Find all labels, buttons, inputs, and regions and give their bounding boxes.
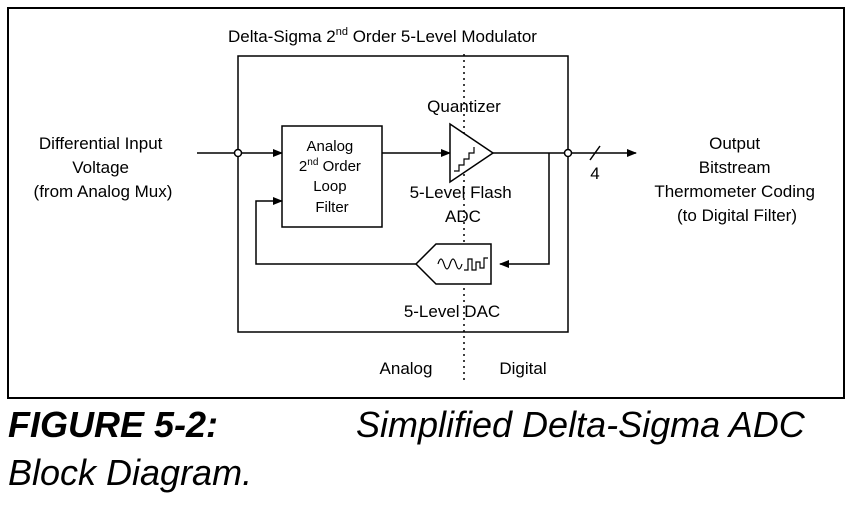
staircase-icon <box>454 147 475 172</box>
figure-caption: FIGURE 5-2: Simplified Delta-Sigma ADC B… <box>8 402 848 506</box>
analog-region-label: Analog <box>380 359 433 378</box>
outer-frame <box>7 7 845 399</box>
step-wave-icon <box>464 257 488 271</box>
summing-node <box>233 148 243 158</box>
dac-label: 5-Level DAC <box>404 302 500 321</box>
loop-filter-block <box>281 125 383 228</box>
output-label: Output Bitstream Thermometer Coding (to … <box>654 134 819 225</box>
sine-wave-icon <box>437 258 463 270</box>
block-diagram: Delta-Sigma 2nd Order 5-Level Modulator … <box>7 7 845 399</box>
digital-region-label: Digital <box>499 359 546 378</box>
feedback-wire-in <box>255 197 416 265</box>
flash-adc-label: 5-Level Flash ADC <box>410 183 517 226</box>
figure-number: FIGURE 5-2: <box>8 404 219 445</box>
modulator-box <box>237 55 569 333</box>
input-label: Differential Input Voltage (from Analog … <box>34 134 173 201</box>
output-node <box>563 148 573 158</box>
feedback-wire-out <box>499 153 550 268</box>
figure-title-line2: Block Diagram. <box>8 452 253 493</box>
bus-width-label: 4 <box>590 164 599 183</box>
figure-title-line1: Simplified Delta-Sigma ADC <box>356 404 805 445</box>
quantizer-label: Quantizer <box>427 97 501 116</box>
bus-slash <box>589 145 601 161</box>
modulator-title: Delta-Sigma 2nd Order 5-Level Modulator <box>228 26 537 46</box>
loop-filter-label: Analog 2nd Order Loop Filter <box>299 138 365 216</box>
dac-block <box>414 243 492 285</box>
